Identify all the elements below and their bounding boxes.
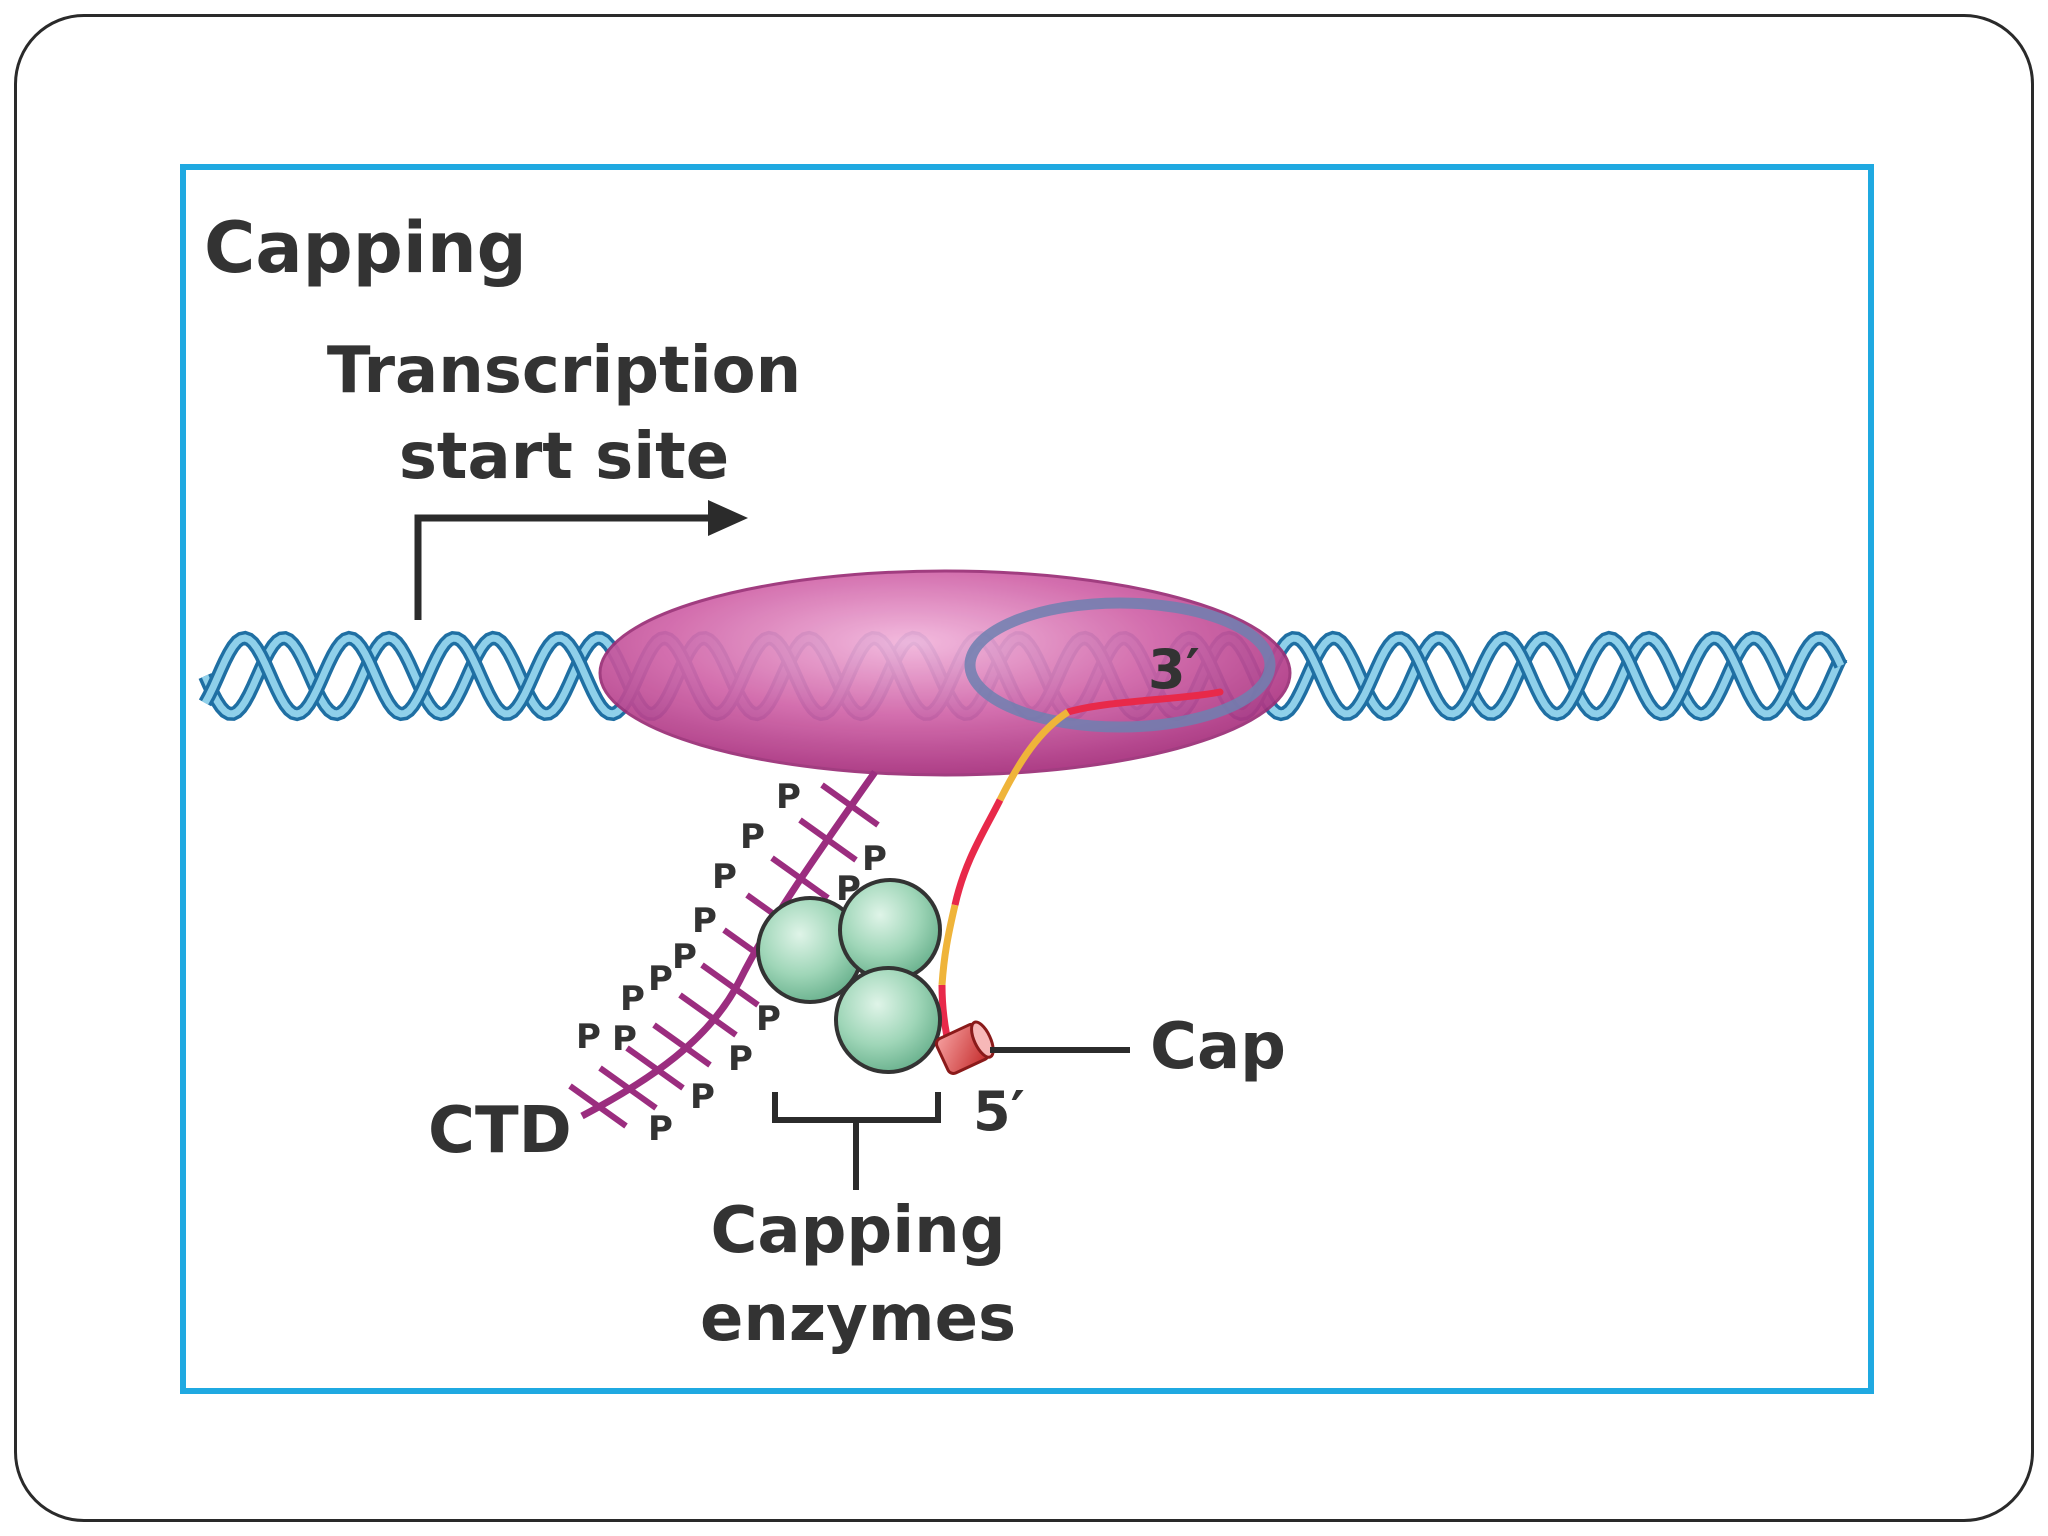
ctd-phosphate-tick bbox=[568, 1083, 628, 1129]
start-site-arrow bbox=[414, 500, 748, 620]
phosphate-label: P bbox=[620, 979, 645, 1019]
phosphate-label: P bbox=[692, 901, 717, 941]
ctd-phosphate-tick bbox=[820, 782, 880, 828]
phosphate-label: P bbox=[728, 1039, 753, 1079]
ctd-phosphate-tick bbox=[625, 1045, 685, 1091]
capping-enzymes-bracket bbox=[772, 1092, 941, 1190]
phosphate-label: P bbox=[836, 869, 861, 909]
phosphate-label: P bbox=[612, 1019, 637, 1059]
phosphate-label: P bbox=[740, 817, 765, 857]
ctd-phosphate-tick bbox=[798, 817, 858, 863]
phosphate-label: P bbox=[648, 959, 673, 999]
phosphate-label: P bbox=[776, 777, 801, 817]
transcription-label-line1: Transcription bbox=[327, 334, 801, 408]
ctd-phosphate-tick bbox=[678, 992, 738, 1038]
capping-enzymes-label-line2: enzymes bbox=[700, 1282, 1016, 1356]
ctd-phosphate-tick bbox=[700, 962, 760, 1008]
capping-enzymes-label-line1: Capping bbox=[710, 1194, 1005, 1268]
ctd-phosphate-tick bbox=[598, 1065, 658, 1111]
phosphate-label: P bbox=[690, 1077, 715, 1117]
page-title: Capping bbox=[204, 207, 527, 289]
phosphate-label: P bbox=[648, 1109, 673, 1149]
rna-transcript bbox=[938, 688, 1224, 1051]
phosphate-label: P bbox=[756, 999, 781, 1039]
transcription-label-line2: start site bbox=[399, 420, 729, 494]
capping-enzyme-cluster bbox=[756, 878, 942, 1074]
ctd-phosphate-tick bbox=[652, 1022, 712, 1068]
phosphate-label: P bbox=[862, 839, 887, 879]
diagram-frame bbox=[180, 164, 1874, 1394]
five-prime-label: 5′ bbox=[973, 1080, 1025, 1143]
capping-enzyme-bottom bbox=[834, 966, 942, 1074]
ctd-phosphate-tick bbox=[770, 855, 830, 901]
phosphate-label: P bbox=[672, 937, 697, 977]
phosphate-label: P bbox=[712, 857, 737, 897]
three-prime-label: 3′ bbox=[1148, 638, 1200, 701]
cap-label: Cap bbox=[1150, 1010, 1286, 1084]
transcription-bubble bbox=[964, 597, 1276, 733]
five-prime-cap bbox=[934, 1020, 995, 1075]
phosphate-label: P bbox=[576, 1017, 601, 1057]
ctd-label: CTD bbox=[428, 1094, 572, 1168]
